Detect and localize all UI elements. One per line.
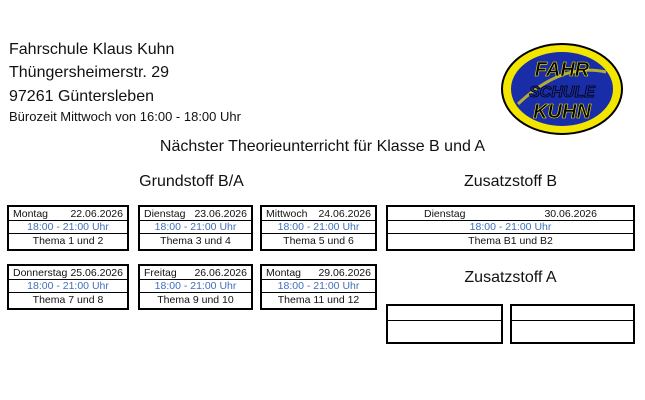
session-card: Montag 22.06.2026 18:00 - 21:00 Uhr Thema… bbox=[7, 205, 129, 251]
office-hours: Bürozeit Mittwoch von 16:00 - 18:00 Uhr bbox=[9, 109, 241, 124]
session-date: 22.06.2026 bbox=[70, 207, 123, 220]
session-time: 18:00 - 21:00 Uhr bbox=[262, 280, 375, 293]
session-day: Montag bbox=[266, 266, 302, 279]
session-topic: Thema 3 und 4 bbox=[160, 235, 231, 247]
session-card: Mittwoch 24.06.2026 18:00 - 21:00 Uhr The… bbox=[260, 205, 377, 251]
logo-line-1: FAHR bbox=[535, 59, 590, 81]
session-date: 29.06.2026 bbox=[318, 266, 371, 279]
page-heading: Nächster Theorieunterricht für Klasse B … bbox=[159, 138, 486, 155]
session-date: 26.06.2026 bbox=[194, 266, 247, 279]
session-date: 23.06.2026 bbox=[194, 207, 247, 220]
session-card: Montag 29.06.2026 18:00 - 21:00 Uhr Thema… bbox=[260, 264, 377, 310]
session-time: 18:00 - 21:00 Uhr bbox=[140, 280, 251, 293]
logo-line-3: KUHN bbox=[533, 101, 591, 123]
session-topic: Thema B1 und B2 bbox=[468, 235, 553, 247]
empty-session-slot bbox=[510, 304, 635, 344]
session-topic: Thema 9 und 10 bbox=[157, 294, 234, 306]
session-time: 18:00 - 21:00 Uhr bbox=[388, 221, 633, 234]
session-topic: Thema 7 und 8 bbox=[32, 294, 104, 306]
session-time: 18:00 - 21:00 Uhr bbox=[9, 221, 127, 234]
session-time: 18:00 - 21:00 Uhr bbox=[9, 280, 127, 293]
session-time: 18:00 - 21:00 Uhr bbox=[140, 221, 251, 234]
section-title-zusatzstoff-b: Zusatzstoff B bbox=[463, 173, 558, 190]
logo-line-2: SCHULE bbox=[529, 84, 596, 101]
session-date: 25.06.2026 bbox=[70, 266, 123, 279]
fahrschule-kuhn-logo: FAHR SCHULE KUHN bbox=[501, 43, 623, 135]
section-title-zusatzstoff-a: Zusatzstoff A bbox=[464, 269, 557, 286]
section-title-grundstoff: Grundstoff B/A bbox=[139, 173, 244, 190]
session-day: Donnerstag bbox=[13, 266, 68, 279]
session-day: Freitag bbox=[144, 266, 177, 279]
school-name: Fahrschule Klaus Kuhn bbox=[9, 41, 175, 58]
session-day: Mittwoch bbox=[266, 207, 308, 220]
session-day: Montag bbox=[13, 207, 49, 220]
session-day: Dienstag bbox=[144, 207, 186, 220]
session-topic: Thema 11 und 12 bbox=[277, 294, 360, 306]
session-day: Dienstag bbox=[424, 207, 466, 220]
session-topic: Thema 5 und 6 bbox=[283, 235, 354, 247]
session-time: 18:00 - 21:00 Uhr bbox=[262, 221, 375, 234]
session-date: 30.06.2026 bbox=[544, 207, 597, 220]
session-card-zusatzstoff-b: Dienstag 30.06.2026 18:00 - 21:00 Uhr The… bbox=[386, 205, 635, 251]
session-date: 24.06.2026 bbox=[318, 207, 371, 220]
session-card: Dienstag 23.06.2026 18:00 - 21:00 Uhr The… bbox=[138, 205, 253, 251]
empty-session-slot bbox=[386, 304, 503, 344]
school-city: 97261 Güntersleben bbox=[9, 88, 154, 105]
session-card: Freitag 26.06.2026 18:00 - 21:00 Uhr Them… bbox=[138, 264, 253, 310]
school-street: Thüngersheimerstr. 29 bbox=[9, 64, 170, 81]
session-topic: Thema 1 und 2 bbox=[32, 235, 104, 247]
